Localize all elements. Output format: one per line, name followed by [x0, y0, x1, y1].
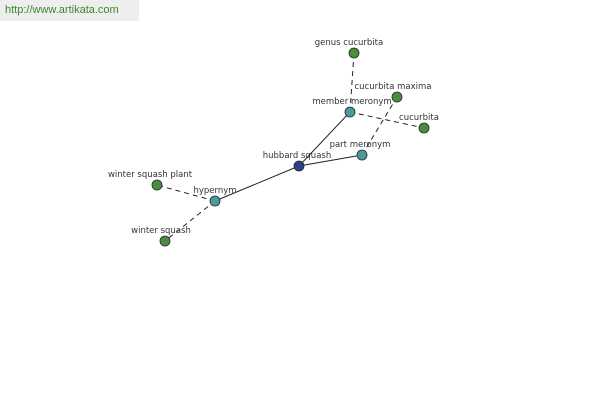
node-label-winter-squash[interactable]: winter squash [131, 226, 191, 236]
edges-layer [156, 52, 425, 242]
edge-hypernym-to-winter-squash-plant [156, 184, 216, 202]
labels-layer: hubbard squash member meronym part meronym… [108, 38, 439, 236]
edge-member-meronym-to-cucurbita [349, 111, 425, 129]
node-label-part-meronym[interactable]: part meronym [330, 140, 391, 150]
node-label-cucurbita-maxima[interactable]: cucurbita maxima [355, 82, 432, 92]
node-genus-cucurbita[interactable] [348, 47, 360, 59]
edge-hubbard-squash-to-hypernym [214, 165, 300, 202]
node-hubbard-squash[interactable] [293, 160, 305, 172]
node-cucurbita[interactable] [418, 122, 430, 134]
node-hypernym[interactable] [209, 195, 221, 207]
node-label-hypernym[interactable]: hypernym [193, 186, 236, 196]
edge-hypernym-to-winter-squash [164, 200, 216, 242]
node-cucurbita-maxima[interactable] [391, 91, 403, 103]
edge-hubbard-squash-to-part-meronym [298, 154, 363, 167]
edge-hubbard-squash-to-member-meronym [298, 111, 351, 167]
node-winter-squash-plant[interactable] [151, 179, 163, 191]
edge-part-meronym-to-cucurbita-maxima [361, 96, 398, 156]
node-label-winter-squash-plant[interactable]: winter squash plant [108, 170, 193, 180]
site-url-link[interactable]: http://www.artikata.com [5, 4, 119, 16]
edge-member-meronym-to-genus-cucurbita [349, 52, 355, 113]
node-label-cucurbita[interactable]: cucurbita [399, 113, 439, 123]
nodes-layer [151, 47, 430, 247]
node-label-member-meronym[interactable]: member meronym [312, 97, 391, 107]
node-member-meronym[interactable] [344, 106, 356, 118]
site-banner: http://www.artikata.com [0, 0, 139, 21]
node-label-genus-cucurbita[interactable]: genus cucurbita [315, 38, 383, 48]
node-label-hubbard-squash[interactable]: hubbard squash [263, 151, 331, 161]
node-winter-squash[interactable] [159, 235, 171, 247]
node-part-meronym[interactable] [356, 149, 368, 161]
